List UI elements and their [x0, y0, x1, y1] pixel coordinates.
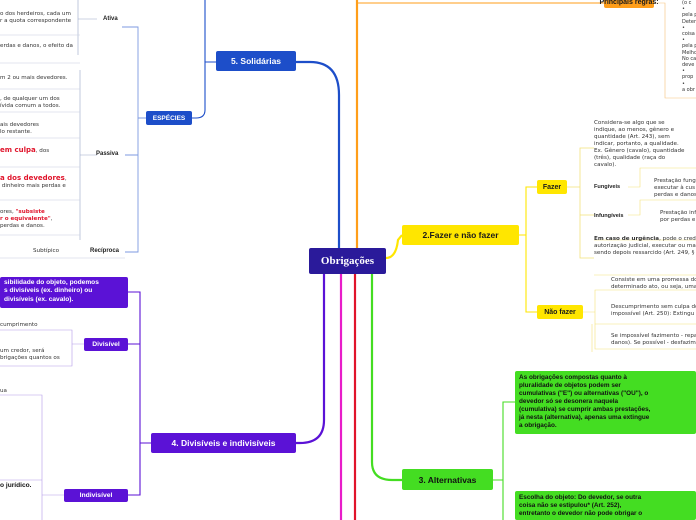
node-divisivel[interactable]: Divisível — [84, 338, 128, 351]
branch-alternativas[interactable]: 3. Alternativas — [402, 469, 493, 490]
note-passiva-1: m 2 ou mais devedores. — [0, 75, 68, 81]
node-ativa[interactable]: Ativa — [103, 16, 118, 22]
note-divisiveis-intro: sibilidade do objeto, podemos s divisíve… — [0, 277, 128, 308]
note-nao-fazer-2: Descumprimento sem culpa do impossível (… — [611, 304, 696, 317]
note-principais-regras: (o c • pela p Deter • coisa • pela p Mel… — [682, 0, 696, 93]
node-nao-fazer[interactable]: Não fazer — [537, 305, 583, 319]
note-divisivel-1: cumprimento — [0, 322, 38, 328]
note-passiva-5-rest: , dinheiro mais perdas e — [1, 176, 67, 189]
node-passiva[interactable]: Passiva — [96, 151, 119, 157]
note-fungiveis: Prestação fung executar à cus perdas e d… — [654, 178, 696, 198]
note-alternativas-2: Escolha do objeto: Do devedor, se outra … — [515, 491, 696, 520]
note-nao-fazer-3: Se impossível fazimento - repa danos). S… — [611, 333, 696, 346]
note-infungiveis: Prestação inf por perdas e — [660, 210, 696, 223]
note-indivisivel-2: o jurídico. — [0, 482, 32, 489]
note-passiva-4-highlight: em culpa — [0, 146, 36, 154]
note-subtipico: Subtípico — [33, 248, 59, 254]
note-nao-fazer-1: Consiste em uma promessa do determinado … — [611, 277, 696, 290]
note-indivisivel-1: ua — [0, 388, 7, 394]
note-passiva-4-rest: , dos — [35, 148, 50, 154]
branch-divisiveis[interactable]: 4. Divisíveis e indivisíveis — [151, 433, 296, 453]
node-principais-regras[interactable]: Principais regras: — [599, 0, 659, 8]
note-urgencia: Em caso de urgência, pode o credo autori… — [594, 236, 696, 257]
note-urgencia-bold: Em caso de urgência — [594, 236, 660, 242]
note-passiva-6: ores, "subsiste r o equivalente", perdas… — [0, 209, 52, 230]
branch-especies[interactable]: ESPÉCIES — [146, 111, 192, 125]
note-divisivel-2: um credor, será brigações quantos os — [0, 348, 60, 361]
note-passiva-2: , de qualquer um dos ívida comum a todos… — [0, 96, 61, 109]
note-passiva-6-post: , perdas e danos. — [0, 216, 53, 229]
note-alternativas-1: As obrigações compostas quanto à plurali… — [515, 371, 696, 434]
note-passiva-5: a dos devedores, dinheiro mais perdas e — [0, 175, 67, 190]
note-passiva-3: ais devedores lo restante. — [0, 122, 39, 135]
branch-solidarias[interactable]: 5. Solidárias — [216, 51, 296, 71]
node-infungiveis[interactable]: Infungíveis — [594, 213, 624, 219]
note-passiva-5-highlight: a dos devedores — [0, 174, 65, 182]
note-passiva-6-pre: ores, — [0, 209, 16, 215]
note-ativa-2: erdas e danos, o efeito da — [0, 43, 73, 49]
node-fungiveis[interactable]: Fungíveis — [594, 184, 621, 190]
node-reciproca[interactable]: Recíproca — [90, 248, 120, 254]
note-urgencia-rest: , pode o credo autorização judicial, exe… — [594, 236, 696, 256]
note-fazer-intro: Considera-se algo que se indique, ao men… — [594, 120, 685, 168]
note-ativa-1: o dos herdeiros, cada um r a quota corre… — [0, 11, 72, 24]
branch-fazer-nao-fazer[interactable]: 2.Fazer e não fazer — [402, 225, 519, 245]
node-indivisivel[interactable]: Indivisível — [64, 489, 128, 502]
central-topic[interactable]: Obrigações — [309, 248, 386, 274]
node-fazer[interactable]: Fazer — [537, 180, 567, 194]
note-passiva-4: em culpa, dos — [0, 147, 49, 155]
note-passiva-6-highlight: "subsiste r o equivalente" — [0, 209, 51, 222]
